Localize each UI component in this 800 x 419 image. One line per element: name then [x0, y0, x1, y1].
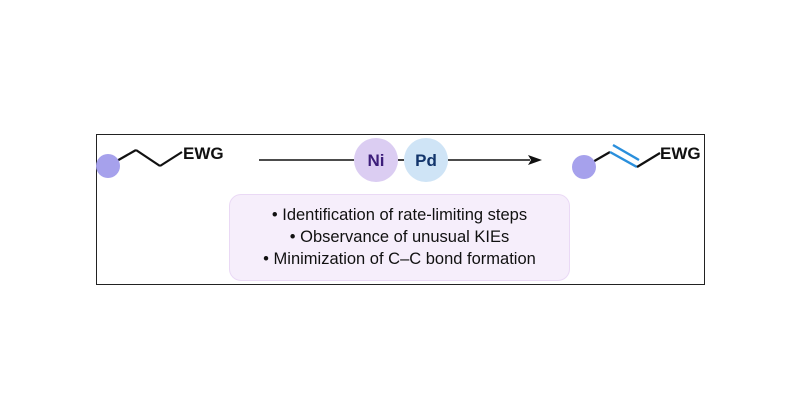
catalyst-ni-circle: [354, 138, 398, 182]
product-double-bond-second: [612, 143, 640, 162]
reactant-ewg-label: EWG: [183, 144, 224, 163]
product-substrate-circle: [572, 155, 596, 179]
product-double-bond-main: [609, 150, 638, 169]
catalyst-ni-label: Ni: [368, 151, 385, 170]
condition-item: • Identification of rate-limiting steps: [271, 206, 528, 224]
catalyst-pd-circle: [404, 138, 448, 182]
catalyst-pd-label: Pd: [415, 151, 437, 170]
product-ewg-label: EWG: [660, 144, 701, 163]
condition-item: • Observance of unusual KIEs: [289, 228, 510, 246]
product: EWG: [572, 143, 701, 179]
catalyst-pd: Pd: [404, 138, 448, 182]
condition-item: • Minimization of C–C bond formation: [263, 250, 536, 268]
reactant: EWG: [96, 144, 224, 178]
catalyst-ni: Ni: [354, 138, 398, 182]
conditions-box: • Identification of rate-limiting steps …: [229, 194, 570, 281]
scheme-frame: [96, 134, 705, 285]
reactant-chain-bond-3: [159, 151, 183, 167]
arrow-head: [528, 155, 542, 165]
reactant-substrate-circle: [96, 154, 120, 178]
reaction-arrow: [259, 155, 542, 165]
reactant-chain-bond-2: [135, 149, 161, 167]
product-chain-bond-3: [636, 152, 661, 168]
